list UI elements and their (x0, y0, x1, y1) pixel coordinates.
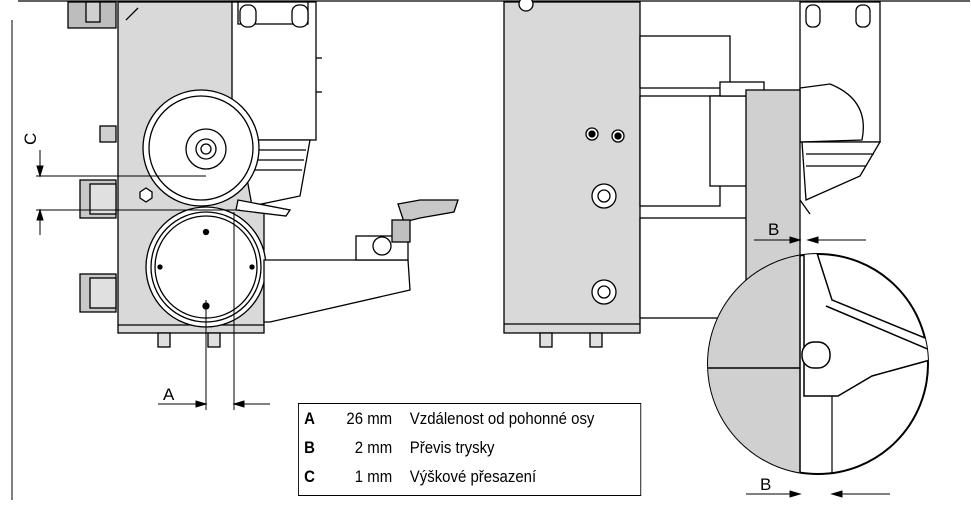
legend-key: C (304, 467, 315, 486)
dimension-c (36, 150, 240, 235)
legend-value: 2 mm (354, 438, 393, 457)
left-bracket-arm (263, 259, 411, 323)
dimension-legend: A 26 mm Vzdálenost od pohonné osy B 2 mm… (298, 403, 642, 496)
middle-body-plate (503, 1, 641, 334)
dim-label-a: A (163, 385, 175, 404)
dimension-a (158, 212, 270, 410)
legend-description: Vzdálenost od pohonné osy (409, 409, 595, 428)
detail-magnifier (707, 253, 929, 475)
dim-label-b-top: B (768, 220, 779, 239)
legend-value: 26 mm (346, 409, 393, 428)
legend-value: 1 mm (354, 467, 393, 486)
legend-key: B (304, 438, 315, 457)
left-clamp-lever (397, 199, 459, 223)
right-nozzle (801, 141, 882, 201)
legend-row-a: A 26 mm Vzdálenost od pohonné osy (299, 409, 640, 431)
legend-key: A (304, 409, 315, 428)
legend-description: Převis trysky (409, 438, 495, 457)
dim-label-b-bottom: B (760, 475, 771, 494)
legend-row-b: B 2 mm Převis trysky (299, 438, 640, 460)
legend-description: Výškové přesazení (409, 467, 537, 486)
dim-label-c: C (21, 133, 40, 145)
middle-machine-view (503, 0, 771, 348)
dimension-b-bottom (746, 490, 890, 498)
legend-row-c: C 1 mm Výškové přesazení (299, 467, 640, 489)
left-machine-view (67, 1, 459, 348)
dimension-b-top (754, 236, 866, 244)
